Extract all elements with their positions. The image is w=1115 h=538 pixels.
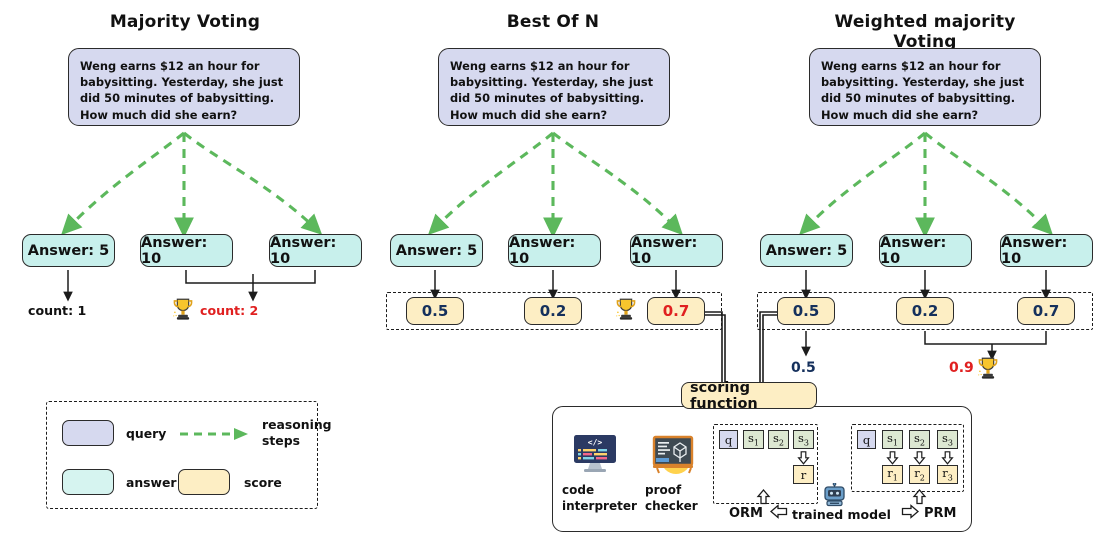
answer-box-majority-1: Answer: 5 — [22, 234, 115, 267]
prm-token-r2: r2 — [909, 465, 930, 484]
orm-label: ORM — [729, 506, 763, 521]
score-box-bestofn-3: 0.7 — [647, 297, 705, 325]
panel-title-best-of-n: Best Of N — [506, 12, 600, 32]
legend-label-reasoning-2: steps — [262, 433, 300, 448]
proof-checker-label-1: proof — [645, 483, 682, 497]
code-interpreter-label-1: code — [562, 483, 595, 497]
orm-token-s3: s3 — [793, 430, 814, 449]
trophy-icon-bestofn — [613, 296, 639, 322]
legend-swatch-query — [62, 420, 114, 446]
answer-box-bestofn-3: Answer: 10 — [630, 234, 723, 267]
proof-checker-label-2: checker — [645, 499, 698, 513]
legend-label-query: query — [126, 426, 167, 441]
answer-box-majority-3: Answer: 10 — [269, 234, 362, 267]
legend-label-reasoning-1: reasoning — [262, 417, 332, 432]
legend-swatch-score — [178, 469, 230, 495]
scoring-function-box[interactable]: scoring function — [681, 380, 817, 412]
legend-label-answer: answer — [126, 475, 177, 490]
answer-box-majority-2: Answer: 10 — [140, 234, 233, 267]
answer-box-bestofn-1: Answer: 5 — [390, 234, 483, 267]
query-box-majority: Weng earns $12 an hour for babysitting. … — [68, 48, 300, 126]
robot-icon — [822, 482, 847, 509]
prm-group — [851, 424, 964, 492]
orm-up-arrow-icon — [756, 488, 771, 505]
prm-token-s2: s2 — [909, 430, 930, 449]
score-box-weighted-2: 0.2 — [896, 297, 954, 325]
svg-text:</>: </> — [588, 438, 603, 447]
score-box-weighted-3: 0.7 — [1017, 297, 1075, 325]
proof-checker-icon — [650, 433, 698, 475]
weighted-total-2: 0.9 — [949, 360, 974, 376]
prm-up-arrow-icon — [912, 488, 927, 505]
score-box-weighted-1: 0.5 — [777, 297, 835, 325]
code-interpreter-label-2: interpreter — [562, 499, 637, 513]
score-box-bestofn-2: 0.2 — [524, 297, 582, 325]
orm-token-s2: s2 — [768, 430, 789, 449]
score-group-bestofn — [386, 292, 722, 330]
prm-token-q: q — [857, 430, 876, 449]
panel-title-weighted-voting: Weighted majority Voting — [834, 12, 1016, 52]
code-interpreter-icon: </> — [571, 433, 619, 475]
count-label-1: count: 1 — [28, 303, 87, 318]
prm-token-s1: s1 — [882, 430, 903, 449]
legend-box — [46, 401, 318, 509]
orm-token-r: r — [793, 465, 814, 484]
orm-down-arrow-icon — [797, 450, 810, 465]
score-group-weighted — [757, 292, 1093, 330]
orm-token-q: q — [719, 430, 738, 449]
prm-down-arrow-1-icon — [886, 450, 899, 465]
panel-title-majority-voting: Majority Voting — [109, 12, 261, 32]
orm-token-s1: s1 — [743, 430, 764, 449]
prm-token-s3: s3 — [937, 430, 958, 449]
count-label-2: count: 2 — [200, 303, 259, 318]
orm-left-arrow-icon — [770, 504, 788, 519]
trophy-icon-majority — [170, 296, 196, 322]
legend-label-score: score — [244, 475, 282, 490]
legend-reasoning-arrow — [178, 424, 256, 444]
answer-box-bestofn-2: Answer: 10 — [508, 234, 601, 267]
trained-model-label: trained model — [792, 507, 891, 522]
prm-label: PRM — [924, 506, 957, 521]
trophy-icon-weighted — [975, 355, 1001, 381]
query-box-weighted: Weng earns $12 an hour for babysitting. … — [809, 48, 1041, 126]
prm-down-arrow-2-icon — [913, 450, 926, 465]
prm-right-arrow-icon — [901, 504, 919, 519]
prm-token-r1: r1 — [882, 465, 903, 484]
prm-token-r3: r3 — [937, 465, 958, 484]
query-box-bestofn: Weng earns $12 an hour for babysitting. … — [438, 48, 670, 126]
score-box-bestofn-1: 0.5 — [406, 297, 464, 325]
weighted-total-1: 0.5 — [791, 360, 816, 376]
answer-box-weighted-1: Answer: 5 — [760, 234, 853, 267]
answer-box-weighted-3: Answer: 10 — [1000, 234, 1093, 267]
legend-swatch-answer — [62, 469, 114, 495]
prm-down-arrow-3-icon — [941, 450, 954, 465]
answer-box-weighted-2: Answer: 10 — [879, 234, 972, 267]
